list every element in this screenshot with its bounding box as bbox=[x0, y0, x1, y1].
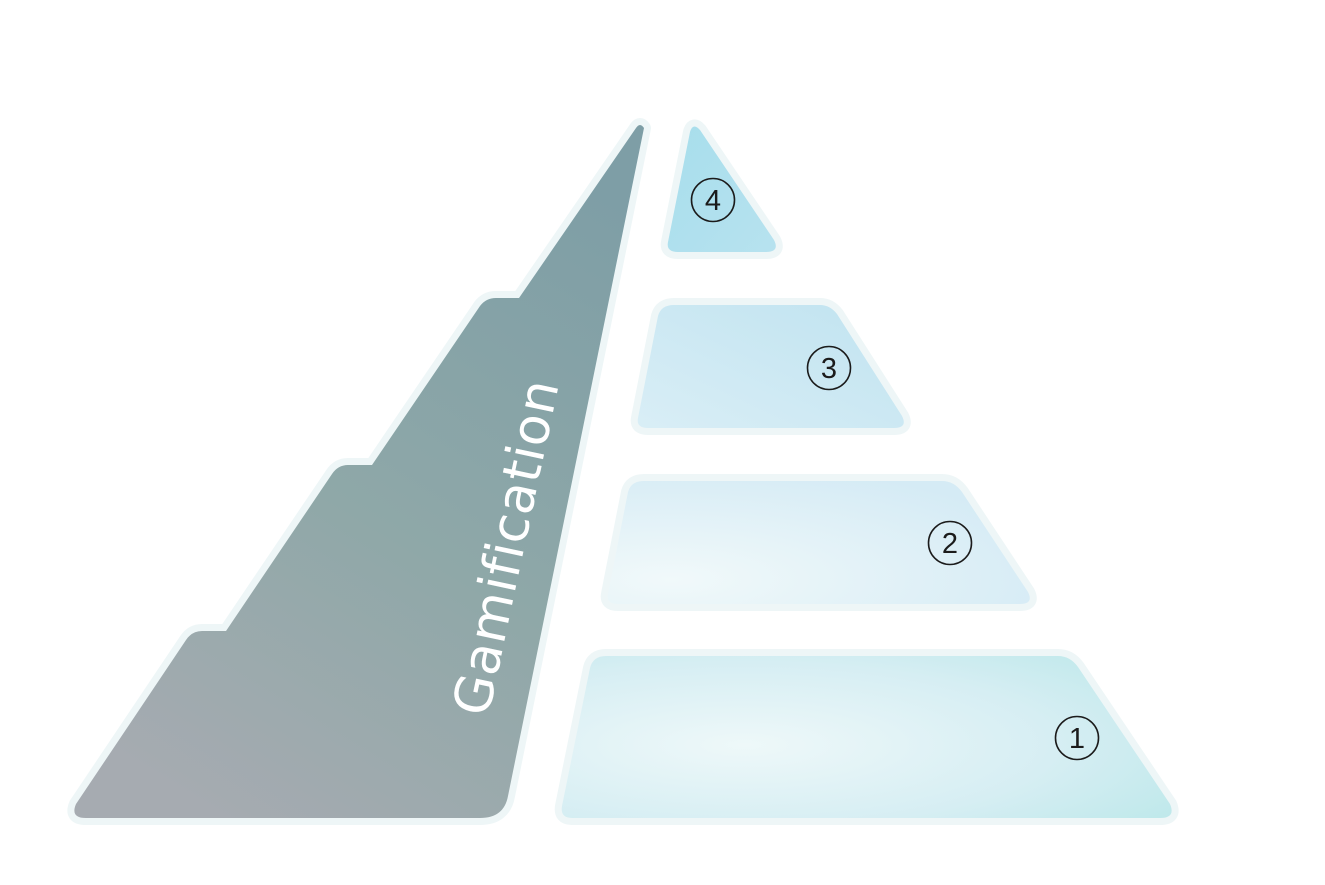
badge-1: 1 bbox=[1054, 715, 1100, 761]
badge-3-number: 3 bbox=[821, 353, 837, 385]
badge-4: 4 bbox=[690, 177, 736, 223]
tier-3 bbox=[637, 305, 904, 428]
badge-4-number: 4 bbox=[705, 185, 721, 217]
tier-1 bbox=[561, 656, 1172, 818]
side-shape bbox=[74, 125, 644, 818]
badge-3: 3 bbox=[806, 345, 852, 391]
tier-4 bbox=[667, 126, 776, 252]
tier-2 bbox=[607, 481, 1030, 604]
badge-1-number: 1 bbox=[1069, 723, 1085, 755]
badge-2: 2 bbox=[927, 520, 973, 566]
badge-2-number: 2 bbox=[942, 528, 958, 560]
